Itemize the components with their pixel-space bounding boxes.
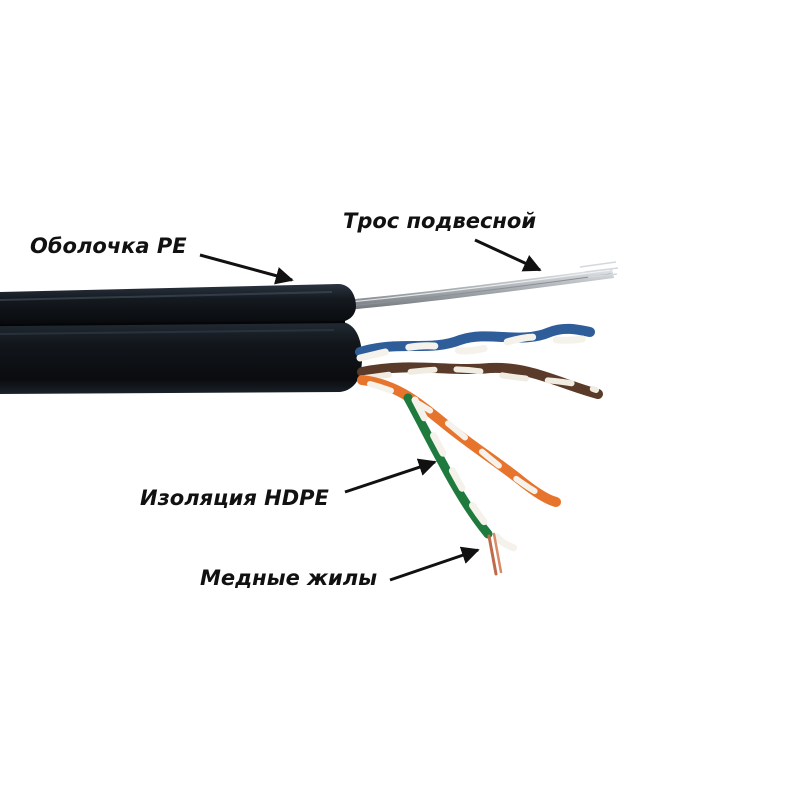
arrow-conductors — [389, 546, 480, 582]
messenger-wire — [345, 261, 619, 310]
arrow-messenger — [474, 238, 542, 272]
twisted-pair-blue — [355, 323, 595, 362]
twisted-pair-brown — [357, 362, 603, 399]
pe-sheath — [0, 284, 362, 394]
arrow-sheath — [199, 253, 294, 285]
twisted-pair-green — [403, 393, 518, 552]
arrow-insulation — [344, 458, 437, 494]
label-sheath: Оболочка PE — [30, 234, 187, 258]
label-messenger: Трос подвесной — [343, 209, 536, 233]
label-conductors: Медные жилы — [200, 566, 377, 590]
copper-conductors — [487, 532, 503, 576]
label-insulation: Изоляция HDPE — [140, 486, 330, 510]
